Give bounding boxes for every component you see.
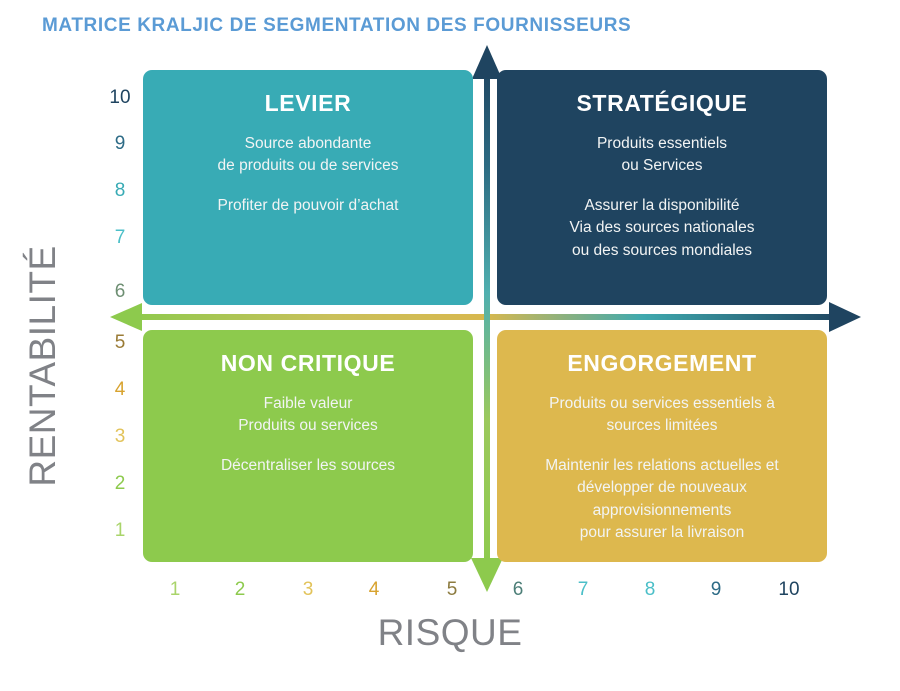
x-tick-5: 5 [446, 579, 458, 600]
quadrant-strategique-title: STRATÉGIQUE [576, 90, 748, 116]
x-tick-8: 8 [644, 579, 656, 600]
x-axis-title: RISQUE [377, 612, 523, 653]
y-tick-10: 10 [109, 87, 131, 108]
page-title: MATRICE KRALJIC DE SEGMENTATION DES FOUR… [42, 15, 632, 36]
x-tick-4: 4 [368, 579, 380, 600]
y-tick-5: 5 [114, 332, 126, 353]
y-tick-3: 3 [114, 426, 126, 447]
y-tick-6: 6 [114, 281, 126, 302]
y-tick-4: 4 [114, 379, 126, 400]
quadrant-non-critique-title: NON CRITIQUE [220, 350, 396, 376]
y-tick-2: 2 [114, 473, 126, 494]
x-tick-6: 6 [512, 579, 524, 600]
quadrant-levier-line-2: Profiter de pouvoir d’achat [217, 196, 399, 214]
y-axis-title: RENTABILITÉ [22, 245, 63, 487]
x-tick-3: 3 [302, 579, 314, 600]
quadrant-engorgement-title: ENGORGEMENT [567, 350, 757, 376]
y-tick-1: 1 [114, 520, 126, 541]
y-tick-9: 9 [114, 133, 126, 154]
x-tick-9: 9 [710, 579, 722, 600]
y-tick-7: 7 [114, 227, 126, 248]
quadrant-non-critique-line-2: Décentraliser les sources [220, 456, 395, 474]
x-tick-7: 7 [577, 579, 589, 600]
x-tick-2: 2 [234, 579, 246, 600]
y-tick-8: 8 [114, 180, 126, 201]
quadrant-engorgement[interactable]: ENGORGEMENT Produits ou services essenti… [497, 330, 827, 562]
x-tick-1: 1 [169, 579, 181, 600]
quadrant-levier-title: LEVIER [264, 90, 352, 116]
x-tick-10: 10 [778, 579, 800, 600]
